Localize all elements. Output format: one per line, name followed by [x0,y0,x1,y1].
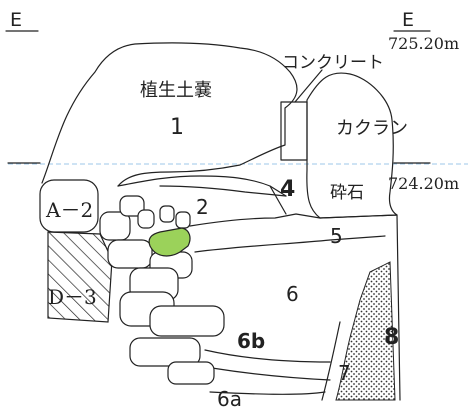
cluster-stone [129,337,201,367]
label-vegetation-bag: 植生土嚢 [140,80,212,101]
layer-label-6: 6 [286,282,299,306]
layer-label-4: 4 [280,177,295,202]
cluster-stone [159,205,175,223]
layer-label-6b: 6b [237,329,265,353]
layer-1-inner [159,185,287,197]
label-gravel: 砕石 [330,183,364,203]
elevation-upper: 725.20m [388,34,459,53]
label-concrete: コンクリート [282,53,384,73]
concrete-leader [294,69,323,103]
label-stone-a2: A－2 [45,198,93,222]
cluster-stone [119,195,145,217]
layer-2-boundary [189,213,321,227]
highlighted-stone [148,227,191,257]
vegetation-bag-outline [41,42,298,187]
header-left-e: E [10,9,22,31]
label-stone-d3: D－3 [48,285,97,309]
layer-7-boundary [321,321,341,401]
layer-6b-upper [204,349,331,363]
layer-6b-lower [211,367,331,381]
kakuran-outline [306,72,398,219]
stone-d3 [47,231,113,323]
layer-label-6a: 6a [217,387,242,411]
label-kakuran: カクラン [336,118,408,139]
layer-8-dotted-band [335,261,396,401]
layer-label-7: 7 [338,361,351,385]
layer-label-1: 1 [170,115,184,140]
cluster-stone [137,209,155,229]
cluster-stone [149,305,225,337]
layer-label-2: 2 [196,195,209,219]
elevation-lower: 724.20m [388,174,459,193]
gravel-lower-edge [319,214,401,401]
stone-a2 [39,179,99,233]
layer-6a-line [209,391,326,395]
layer-4-boundary [269,185,287,215]
cluster-stone [175,211,191,229]
cluster-stone [107,239,153,269]
cluster-stone [167,361,215,385]
header-right-e: E [402,9,414,31]
layer-label-8: 8 [384,325,399,350]
layer-label-5: 5 [330,224,343,248]
layer-1-boundary [117,175,287,197]
layer-5-boundary [194,235,386,253]
